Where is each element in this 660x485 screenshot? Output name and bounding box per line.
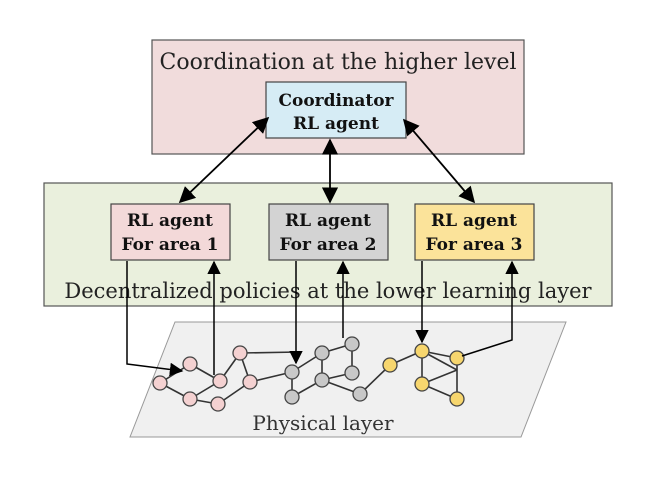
node [212, 373, 228, 389]
top-panel-title: Coordination at the higher level [159, 50, 516, 75]
node [182, 391, 198, 407]
node [210, 396, 226, 412]
node [352, 386, 368, 402]
node [414, 376, 430, 392]
agent-box-area-3 [414, 203, 535, 261]
arrow-agent-3-up [461, 260, 519, 357]
agent-3-line1: RL agent [431, 211, 517, 231]
coordinator-label-line2: RL agent [293, 114, 379, 134]
agent-box-area-2 [268, 203, 389, 261]
node [344, 365, 360, 381]
agent-2-line1: RL agent [285, 211, 371, 231]
node [449, 350, 465, 366]
coordination-arrows [178, 116, 476, 204]
coordinator-label-line1: Coordinator [278, 91, 394, 111]
coordinator-box [265, 81, 407, 139]
agent-box-area-1 [110, 203, 231, 261]
middle-panel-title: Decentralized policies at the lower lear… [64, 279, 592, 303]
node [449, 391, 465, 407]
agent-2-line2: For area 2 [280, 235, 377, 255]
agent-3-line2: For area 3 [426, 235, 523, 255]
node [314, 345, 330, 361]
network-nodes-area-2 [284, 336, 368, 405]
node [232, 345, 248, 361]
node [382, 357, 398, 373]
node [344, 336, 360, 352]
node [152, 375, 168, 391]
node [414, 343, 430, 359]
agent-1-line1: RL agent [127, 211, 213, 231]
node [284, 364, 300, 380]
node [284, 389, 300, 405]
physical-layer-label: Physical layer [252, 411, 394, 435]
node [242, 374, 258, 390]
arrow-coordinator-agent-1 [178, 116, 270, 204]
network-nodes-area-3 [382, 343, 465, 407]
arrow-agent-1-down [126, 261, 184, 377]
node [314, 372, 330, 388]
physical-arrows [126, 260, 519, 377]
network-nodes-area-1 [152, 345, 258, 412]
node [182, 356, 198, 372]
agent-1-line2: For area 1 [122, 235, 219, 255]
arrow-coordinator-agent-3 [402, 118, 476, 204]
